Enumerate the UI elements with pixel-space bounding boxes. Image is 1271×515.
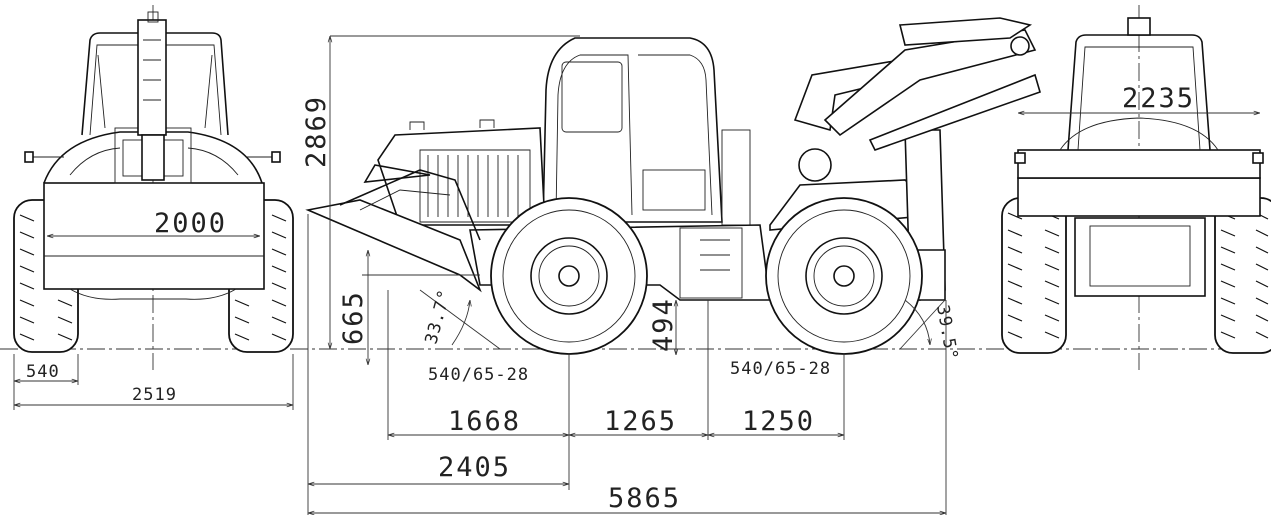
engine-hood — [377, 127, 546, 226]
dim-overall-width-2519: 2519 — [132, 385, 177, 405]
dim-tire-540: 540 — [26, 362, 60, 382]
dim-length-5865: 5865 — [608, 483, 681, 514]
dim-1250: 1250 — [742, 406, 815, 437]
dim-height-2869: 2869 — [301, 95, 332, 168]
rear-right-tire — [1214, 197, 1271, 354]
dim-1668: 1668 — [448, 406, 521, 437]
rear-left-tire — [1001, 197, 1067, 354]
dozer-blade — [305, 199, 482, 293]
front-view: 2000 540 2519 — [13, 5, 294, 410]
front-crane-boom — [137, 19, 167, 136]
rear-bumper — [1017, 177, 1261, 217]
dim-width-2000: 2000 — [154, 208, 227, 239]
tire-label-rear: 540/65-28 — [730, 359, 831, 379]
front-wheel — [490, 197, 648, 355]
tire-label-front: 540/65-28 — [428, 365, 529, 385]
departure-angle: 39.5° — [932, 303, 961, 362]
cab — [542, 37, 723, 223]
approach-angle: 33.7° — [422, 287, 456, 346]
dim-1265: 1265 — [604, 406, 677, 437]
dim-clearance-494: 494 — [648, 297, 679, 352]
dim-width-2235: 2235 — [1122, 83, 1195, 114]
dim-blade-clearance-665: 665 — [338, 290, 369, 345]
side-view: 2869 665 33.7° 494 39.5° 540/65-28 540/6… — [301, 17, 1041, 515]
rear-view: 2235 — [1001, 5, 1271, 370]
dim-2405: 2405 — [438, 452, 511, 483]
rear-wheel — [765, 197, 923, 355]
